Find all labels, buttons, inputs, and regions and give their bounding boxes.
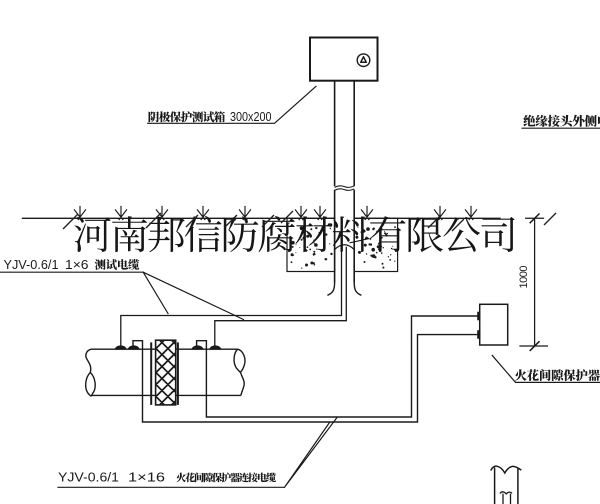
svg-text:YJV-0.6/1: YJV-0.6/1 [4, 258, 59, 272]
svg-text:1×6: 1×6 [65, 258, 89, 272]
svg-text:YJV-0.6/1: YJV-0.6/1 [58, 470, 119, 484]
svg-text:1000: 1000 [518, 266, 530, 289]
svg-text:300x200: 300x200 [230, 110, 272, 124]
svg-text:1×16: 1×16 [128, 470, 165, 484]
